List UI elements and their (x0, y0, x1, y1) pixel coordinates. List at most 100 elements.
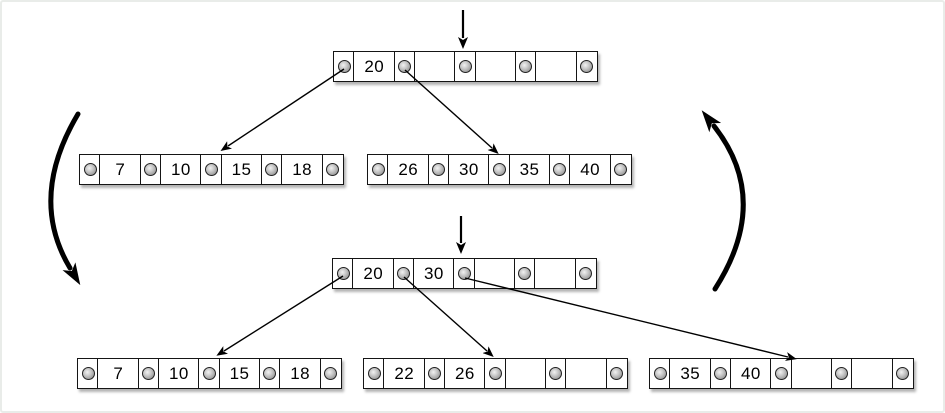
pointer-arrow-after-root-to-left-child (216, 275, 344, 356)
key-cell: 15 (220, 154, 263, 185)
pointer-cell (393, 51, 416, 82)
pointer-dot-icon (83, 163, 97, 176)
pointer-dot-icon (835, 367, 849, 380)
pointer-dot-icon (337, 60, 351, 73)
key-cell (504, 358, 547, 389)
pointer-cell (367, 154, 389, 185)
btree-node-before-right-child: 26 30 35 40 (367, 154, 632, 185)
pointer-dot-icon (336, 267, 350, 280)
key-cell: 10 (157, 358, 200, 389)
key-cell: 7 (97, 358, 140, 389)
key-cell: 18 (279, 358, 322, 389)
key-cell: 35 (669, 358, 712, 389)
pointer-cell (488, 154, 511, 185)
pointer-dot-icon (774, 367, 788, 380)
pointer-cell (891, 358, 914, 389)
key-cell: 40 (729, 358, 772, 389)
key-cell (790, 358, 833, 389)
pointer-dot-icon (397, 267, 411, 280)
key-cell: 20 (352, 258, 395, 289)
pointer-cell (574, 258, 597, 289)
pointer-cell (609, 154, 632, 185)
pointer-cell (392, 258, 415, 289)
btree-node-before-left-child: 7 10 15 18 (79, 154, 344, 185)
key-cell: 26 (387, 154, 430, 185)
pointer-cell (513, 258, 536, 289)
pointer-dot-icon (610, 367, 623, 380)
pointer-cell (548, 154, 571, 185)
key-cell: 7 (99, 154, 142, 185)
pointer-dot-icon (553, 163, 567, 176)
pointer-cell (260, 154, 283, 185)
pointer-dot-icon (202, 367, 216, 380)
key-cell: 18 (281, 154, 324, 185)
key-cell: 30 (447, 154, 490, 185)
pointer-cell (363, 358, 385, 389)
pointer-dot-icon (896, 367, 909, 380)
pointer-dot-icon (714, 367, 728, 380)
pointer-dot-icon (580, 60, 593, 73)
pointer-cell (575, 51, 598, 82)
pointer-dot-icon (428, 367, 442, 380)
key-cell (474, 51, 517, 82)
btree-node-after-right-child: 35 40 (649, 358, 914, 389)
key-cell: 26 (443, 358, 486, 389)
pointer-dot-icon (144, 163, 158, 176)
pointer-cell (332, 258, 354, 289)
pointer-dot-icon (324, 367, 337, 380)
key-cell: 30 (412, 258, 455, 289)
pointer-cell (200, 154, 223, 185)
pointer-cell (709, 358, 732, 389)
pointer-cell (484, 358, 507, 389)
pointer-cell (830, 358, 853, 389)
key-cell (413, 51, 456, 82)
pointer-cell (258, 358, 281, 389)
key-cell (565, 358, 608, 389)
pointer-dot-icon (432, 163, 446, 176)
pointer-dot-icon (81, 367, 95, 380)
pointer-dot-icon (518, 267, 532, 280)
key-cell: 40 (569, 154, 612, 185)
pointer-cell (427, 154, 450, 185)
pointer-arrow-before-root-to-left-child (220, 68, 345, 151)
key-cell (534, 258, 577, 289)
pointer-dot-icon (614, 163, 627, 176)
transform-arrow-left (48, 111, 81, 286)
key-cell: 35 (508, 154, 551, 185)
pointer-cell (137, 358, 160, 389)
pointer-dot-icon (367, 367, 381, 380)
pointer-dot-icon (371, 163, 385, 176)
key-cell (851, 358, 894, 389)
pointer-dot-icon (458, 60, 472, 73)
key-cell (535, 51, 578, 82)
pointer-dot-icon (579, 267, 592, 280)
pointer-cell (198, 358, 221, 389)
key-cell: 15 (218, 358, 261, 389)
pointer-dot-icon (519, 60, 533, 73)
pointer-cell (77, 358, 99, 389)
pointer-dot-icon (204, 163, 218, 176)
pointer-cell (770, 358, 793, 389)
pointer-cell (319, 358, 342, 389)
pointer-cell (544, 358, 567, 389)
pointer-arrow-after-root-to-right-child (464, 277, 797, 361)
pointer-dot-icon (653, 367, 667, 380)
pointer-cell (321, 154, 344, 185)
pointer-dot-icon (488, 367, 502, 380)
pointer-dot-icon (492, 163, 506, 176)
pointer-cell (79, 154, 101, 185)
key-cell: 10 (159, 154, 202, 185)
key-cell (473, 258, 516, 289)
pointer-dot-icon (263, 367, 277, 380)
pointer-cell (453, 258, 476, 289)
transform-arrow-right (701, 110, 746, 292)
pointer-cell (423, 358, 446, 389)
pointer-dot-icon (142, 367, 156, 380)
pointer-cell (649, 358, 671, 389)
pointer-dot-icon (457, 267, 471, 280)
pointer-dot-icon (549, 367, 563, 380)
pointer-dot-icon (398, 60, 412, 73)
